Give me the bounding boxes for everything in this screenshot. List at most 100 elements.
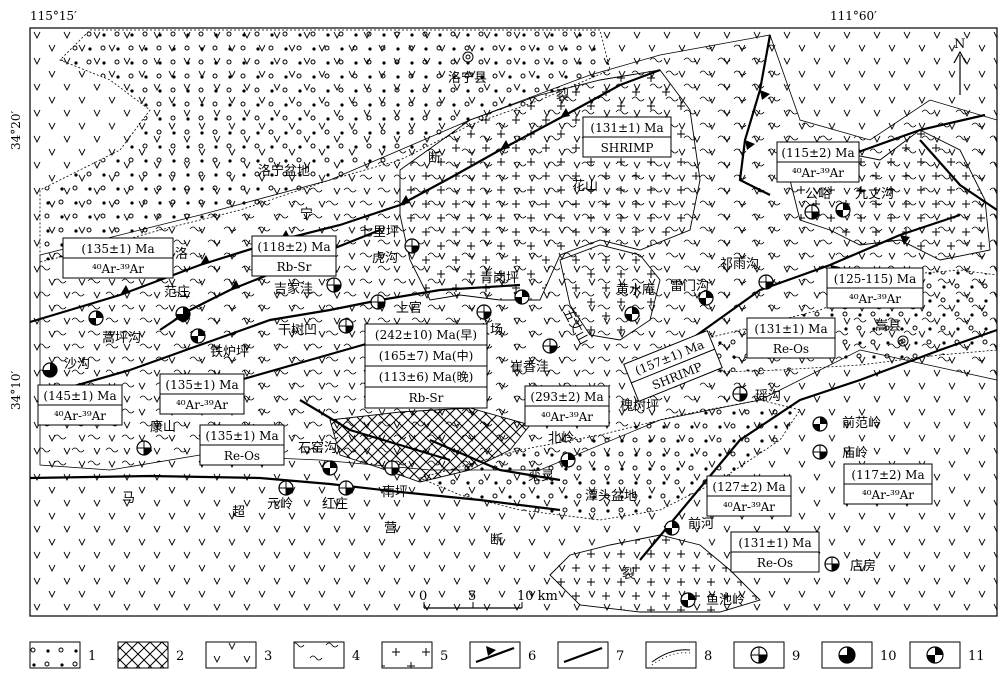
- age-box-method: ⁴⁰Ar-³⁹Ar: [92, 262, 144, 276]
- place-shangguan: 上官: [396, 300, 422, 316]
- north-arrow-icon: [953, 50, 967, 95]
- age-box-age: (131±1) Ma: [754, 322, 827, 336]
- legend-label: 6: [528, 649, 536, 664]
- legend-item: 10: [821, 641, 897, 669]
- legend-item: 7: [557, 641, 624, 669]
- age-box-age: (127±2) Ma: [712, 480, 785, 494]
- multi-box-line3: (113±6) Ma(晚): [379, 370, 474, 384]
- place-shagou: 沙沟: [64, 357, 90, 372]
- place-luoning-county: 洛宁县: [448, 70, 487, 86]
- place-qianfanling: 前范岭: [842, 415, 881, 431]
- age-box-method: ⁴⁰Ar-³⁹Ar: [792, 166, 844, 180]
- place-huangshuian: 黄水庵: [616, 282, 655, 298]
- deposit-icon: [812, 416, 828, 432]
- place-haopinggou: 蒿坪沟: [102, 331, 141, 346]
- multi-box-line2: (165±7) Ma(中): [379, 348, 474, 363]
- place-fanzhuang: 范庄: [164, 284, 190, 300]
- legend-label: 11: [968, 649, 985, 664]
- place-luoning-basin: 洛宁盆地: [258, 163, 310, 179]
- crosshatch-unit: [329, 407, 531, 483]
- deposit-icon: [322, 460, 338, 476]
- age-box: (127±2) Ma ⁴⁰Ar-³⁹Ar: [706, 475, 792, 517]
- deposit-icon: [680, 592, 696, 608]
- place-beiling: 北岭: [548, 431, 574, 446]
- lat-upper-label: 34°20′: [9, 110, 23, 150]
- place-fault-3: 洛: [175, 247, 188, 262]
- deposit-icon: [804, 204, 820, 220]
- age-box: (115±2) Ma ⁴⁰Ar-³⁹Ar: [776, 141, 860, 183]
- place-cuixiangwa: 崔香洼: [510, 359, 549, 375]
- legend-label: 1: [88, 649, 96, 664]
- deposit-icon: [88, 310, 104, 326]
- deposit-symbols: [42, 202, 851, 608]
- place-tieluping: 铁炉坪: [210, 345, 249, 360]
- deposit-icon: [326, 277, 342, 293]
- age-box-method: Re-Os: [773, 342, 809, 356]
- legend-item: 2: [117, 641, 184, 669]
- legend-item: 9: [733, 641, 800, 669]
- age-box-method: SHRIMP: [601, 141, 654, 155]
- place-hugou: 虎沟: [372, 251, 398, 266]
- place-dianfang: 店房: [850, 558, 876, 574]
- place-jijiawa: 吉家洼: [274, 281, 313, 297]
- legend-label: 5: [440, 649, 448, 664]
- place-huashan: 花山: [572, 178, 598, 194]
- deposit-icon: [338, 480, 354, 496]
- deposit-icon: [560, 452, 576, 468]
- legend-item: 8: [645, 641, 712, 669]
- age-box-method: ⁴⁰Ar-³⁹Ar: [862, 488, 914, 502]
- legend-label: 4: [352, 649, 360, 664]
- legend-item: 6: [469, 641, 536, 669]
- deposit-icon: [835, 202, 851, 218]
- deposit-icon: [175, 306, 191, 322]
- age-box-age: (131±1) Ma: [590, 121, 663, 135]
- deposit-icon: [338, 318, 354, 334]
- place-qiliping: 七里坪: [360, 225, 399, 240]
- age-box-age: (135±1) Ma: [205, 429, 278, 443]
- legend-item: 1: [29, 641, 96, 669]
- age-box-age: (135±1) Ma: [165, 378, 238, 392]
- deposit-icon: [542, 338, 558, 354]
- deposit-icon: [812, 444, 828, 460]
- age-box-age: (125-115) Ma: [834, 272, 916, 286]
- place-fault-1: 断: [428, 151, 441, 166]
- legend-label: 8: [704, 649, 712, 664]
- yuchiling-granite: [549, 534, 761, 613]
- age-box-method: ⁴⁰Ar-³⁹Ar: [176, 398, 228, 412]
- deposit-icon: [732, 386, 748, 402]
- place-miaoling: 庙岭: [842, 446, 868, 461]
- deposit-icon: [624, 306, 640, 322]
- tantou-basin-zone: [418, 399, 801, 521]
- luoning-basin-zone: [39, 29, 611, 263]
- deposit-icon: [664, 520, 680, 536]
- place-shiyaogou: 石窑沟: [298, 440, 337, 456]
- multi-box-method: Rb-Sr: [409, 391, 444, 405]
- age-box-method: ⁴⁰Ar-³⁹Ar: [54, 409, 106, 423]
- scale-tick-10: 10 km: [517, 589, 558, 604]
- deposit-icon: [824, 556, 840, 572]
- north-label: N: [954, 37, 965, 52]
- age-box-method: ⁴⁰Ar-³⁹Ar: [723, 500, 775, 514]
- place-tantou-basin: 潭头盆地: [585, 489, 637, 504]
- age-box-age: (115±2) Ma: [781, 146, 854, 160]
- legend-item: 4: [293, 641, 360, 669]
- place-kangshan: 康山: [150, 419, 176, 435]
- deposit-icon: [42, 362, 58, 378]
- place-ganshuao: 干树凹: [278, 323, 317, 338]
- legend-label: 7: [616, 649, 624, 664]
- age-box: (131±1) Ma SHRIMP: [582, 116, 672, 158]
- age-box: (135±1) Ma ⁴⁰Ar-³⁹Ar: [159, 373, 245, 415]
- place-yuanling: 元岭: [267, 497, 293, 512]
- place-fault-2: 宁: [300, 206, 313, 222]
- age-box-age: (118±2) Ma: [257, 240, 330, 254]
- age-box-age: (293±2) Ma: [530, 390, 603, 404]
- deposit-icon: [698, 290, 714, 306]
- legend-item: 3: [205, 641, 272, 669]
